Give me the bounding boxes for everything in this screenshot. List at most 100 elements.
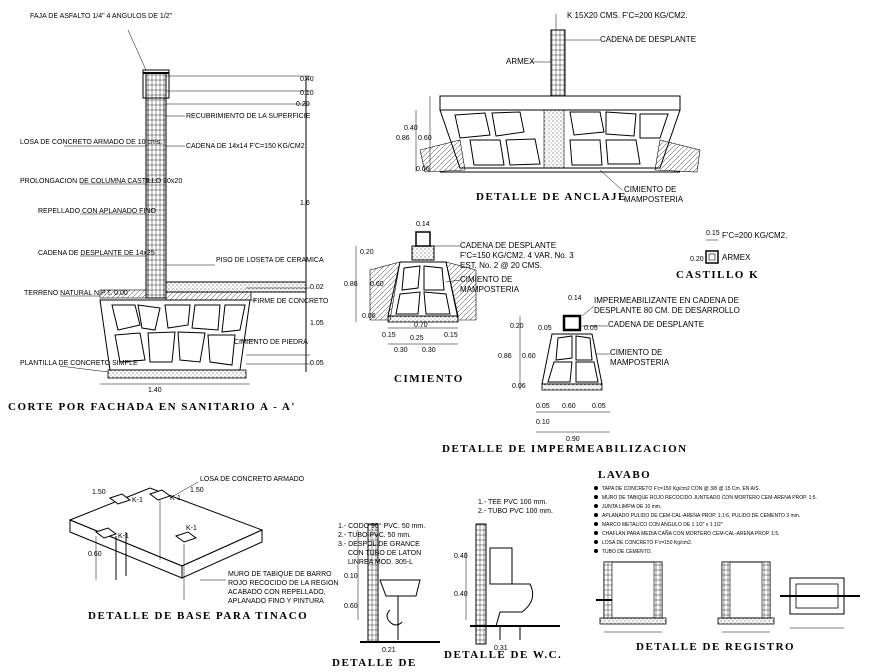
corte-note-1: FAJA DE ASFALTO 1/4" 4 ANGULOS DE 1/2" — [30, 13, 173, 20]
registro-note-6: CHAFLAN PARA MEDIA CAÑA CON MORTERO CEM-… — [602, 530, 780, 537]
cimiento-dim-030a: 0.30 — [394, 347, 408, 354]
imper-dim-060: 0.60 — [522, 353, 536, 360]
imper-dim-010: 0.10 — [536, 419, 550, 426]
imper-cim2: MAMPOSTERIA — [610, 358, 670, 367]
tinaco-muro-2: ROJO RECOCIDO DE LA REGION — [228, 580, 338, 587]
lavabo-title: DETALLE DE — [332, 657, 417, 669]
tinaco-k1-b: K-1 — [170, 495, 181, 502]
corte-note-8: RECUBRIMIENTO DE LA SUPERFICIE — [186, 113, 311, 120]
cimiento-dim-006: 0.06 — [362, 313, 376, 320]
lavabo-n5: LINREA MOD. 305-L — [348, 559, 413, 566]
anclaje-mamposteria-label: MAMPOSTERIA — [624, 195, 684, 204]
cimiento-fc: F'C=150 KG/CM2. 4 VAR. No. 3 — [460, 251, 574, 260]
lavabo-n3: 3.- DESPOL DE GRANCE — [338, 541, 420, 548]
tinaco-muro-3: ACABADO CON REPELLADO, — [228, 589, 326, 596]
imper-cadena: CADENA DE DESPLANTE — [608, 320, 704, 329]
corte-dim-16: 1.6 — [300, 200, 310, 207]
anclaje-dim-086: 0.86 — [396, 135, 410, 142]
registro-note-3: JUNTA LIMPIA DE 10 mm. — [602, 504, 661, 510]
registro-header: LAVABO — [598, 469, 651, 481]
anclaje-dim-040: 0.40 — [404, 125, 418, 132]
imper-detail: 0.14 0.20 0.05 0.05 0.86 0.60 0.06 0.05 … — [442, 295, 740, 455]
corte-note-2: LOSA DE CONCRETO ARMADO DE 10 cms. — [20, 139, 162, 146]
registro-note-7: LOSA DE CONCRETO F'c=150 Kg/cm2. — [602, 540, 692, 546]
registro-notes: TAPA DE CONCRETO F'c=150 Kg/cm2 CON @ 3/… — [594, 486, 817, 555]
corte-dim-002: 0.02 — [310, 284, 324, 291]
imper-cim1: CIMIENTO DE — [610, 348, 662, 357]
cimiento-detail: 0.14 0.20 0.86 0.60 0.06 0.15 0.70 0.15 … — [344, 221, 574, 385]
lavabo-dim-060: 0.60 — [344, 603, 358, 610]
wc-bowl — [492, 583, 534, 627]
castillo-detail: 0.15 0.20 F'C=200 KG/CM2. ARMEX CASTILLO… — [676, 230, 787, 281]
corte-note-4: REPELLADO CON APLANADO FINO — [38, 208, 156, 215]
imper-dim-090: 0.90 — [566, 436, 580, 443]
corte-fachada-detail: 0.40 0.10 0.20 1.6 0.02 1.05 0.05 1.40 F… — [8, 13, 329, 413]
tinaco-muro-1: MURO DE TABIQUE DE BARRO — [228, 571, 332, 578]
tinaco-detail: K-1 K-1 K-1 K-1 1.50 1.50 0.60 LOSA DE C… — [68, 476, 338, 622]
lavabo-detail: 1.- CODO 90° PVC. 50 mm. 2.- TUBO PVC. 5… — [332, 522, 440, 669]
castillo-title: CASTILLO K — [676, 269, 759, 281]
imper-dim-005a: 0.05 — [538, 325, 552, 332]
anclaje-dim-060: 0.60 — [418, 135, 432, 142]
wc-n1: 1.- TEE PVC 100 mm. — [478, 499, 547, 506]
cimiento-est: EST. No. 2 @ 20 CMS. — [460, 261, 542, 270]
cimiento-dim-020: 0.20 — [360, 249, 374, 256]
anclaje-k-label: K 15X20 CMS. F'C=200 KG/CM2. — [567, 11, 687, 20]
imper-dim-005d: 0.05 — [592, 403, 606, 410]
anclaje-cimiento-label: CIMIENTO DE — [624, 185, 676, 194]
anclaje-armex-label: ARMEX — [506, 57, 535, 66]
corte-note-10: PISO DE LOSETA DE CERAMICA — [216, 257, 324, 264]
corte-wall — [145, 72, 167, 299]
registro-note-1: TAPA DE CONCRETO F'c=150 Kg/cm2 CON @ 3/… — [602, 486, 760, 492]
cimiento-dim-025: 0.25 — [410, 335, 424, 342]
corte-dim-140: 1.40 — [148, 387, 162, 394]
lavabo-sink — [379, 579, 421, 597]
corte-dim-005: 0.05 — [310, 360, 324, 367]
anclaje-cadena-label: CADENA DE DESPLANTE — [600, 35, 696, 44]
corte-dim-105: 1.05 — [310, 320, 324, 327]
tinaco-muro-4: APLANADO FINO Y PINTURA — [228, 598, 324, 605]
castillo-armex: ARMEX — [722, 253, 751, 262]
imper-dim-060b: 0.60 — [562, 403, 576, 410]
corte-note-6: TERRENO NATURAL N.P.T. 0.00 — [24, 290, 128, 297]
cimiento-dim-015a: 0.15 — [382, 332, 396, 339]
wc-dim-040a: 0.40 — [454, 553, 468, 560]
castillo-dim-015: 0.15 — [706, 230, 720, 237]
imper-label-1: IMPERMEABILIZANTE EN CADENA DE — [594, 296, 739, 305]
imper-dim-005c: 0.05 — [536, 403, 550, 410]
corte-dim-010: 0.10 — [300, 90, 314, 97]
registro-note-5: MARCO METALICO CON ANGULO DE 1 1/2" x 1 … — [602, 522, 723, 528]
tinaco-k1-c: K-1 — [118, 533, 129, 540]
lavabo-n1: 1.- CODO 90° PVC. 50 mm. — [338, 522, 425, 530]
tinaco-dim-060: 0.60 — [88, 551, 102, 558]
lavabo-dim-010: 0.10 — [344, 573, 358, 580]
anclaje-detail: 0.40 0.60 0.86 0.06 K 15X20 CMS. F'C=200… — [396, 11, 701, 204]
anclaje-title: DETALLE DE ANCLAJE — [476, 191, 627, 203]
wc-dim-040b: 0.40 — [454, 591, 468, 598]
anclaje-dim-006: 0.06 — [416, 166, 430, 173]
corte-note-12: CIMIENTO DE PIEDRA — [234, 339, 308, 346]
imper-dim-005b: 0.05 — [584, 325, 598, 332]
cimiento-dim-030b: 0.30 — [422, 347, 436, 354]
corte-note-3: PROLONGACION DE COLUMNA CASTILLO 20x20 — [20, 178, 182, 185]
tinaco-k1-d: K-1 — [186, 525, 197, 532]
lavabo-n4: CON TUBO DE LATON — [348, 550, 421, 557]
imper-dim-014: 0.14 — [568, 295, 582, 302]
cimiento-dim-070: 0.70 — [414, 322, 428, 329]
imper-dim-020: 0.20 — [510, 323, 524, 330]
tinaco-dim-150a: 1.50 — [92, 489, 106, 496]
cimiento-dim-014: 0.14 — [416, 221, 430, 228]
registro-note-2: MURO DE TABIQUE ROJO RECOCIDO JUNTEADO C… — [602, 495, 817, 501]
castillo-dim-020: 0.20 — [690, 256, 704, 263]
tinaco-dim-150b: 1.50 — [190, 487, 204, 494]
lavabo-n2: 2.- TUBO PVC. 50 mm. — [338, 532, 411, 539]
registro-note-8: TUBO DE CEMENTO. — [602, 549, 652, 555]
cimiento-title: CIMIENTO — [394, 373, 464, 385]
wc-detail: 1.- TEE PVC 100 mm. 2.- TUBO PVC 100 mm.… — [444, 499, 561, 661]
imper-dim-006: 0.06 — [512, 383, 526, 390]
corte-note-11: FIRME DE CONCRETO — [253, 298, 329, 305]
tinaco-k1-a: K-1 — [132, 497, 143, 504]
registro-note-4: APLANADO PULIDO DE CEM-CAL-ARENA PROP. 1… — [602, 513, 800, 519]
cimiento-dim-015b: 0.15 — [444, 332, 458, 339]
